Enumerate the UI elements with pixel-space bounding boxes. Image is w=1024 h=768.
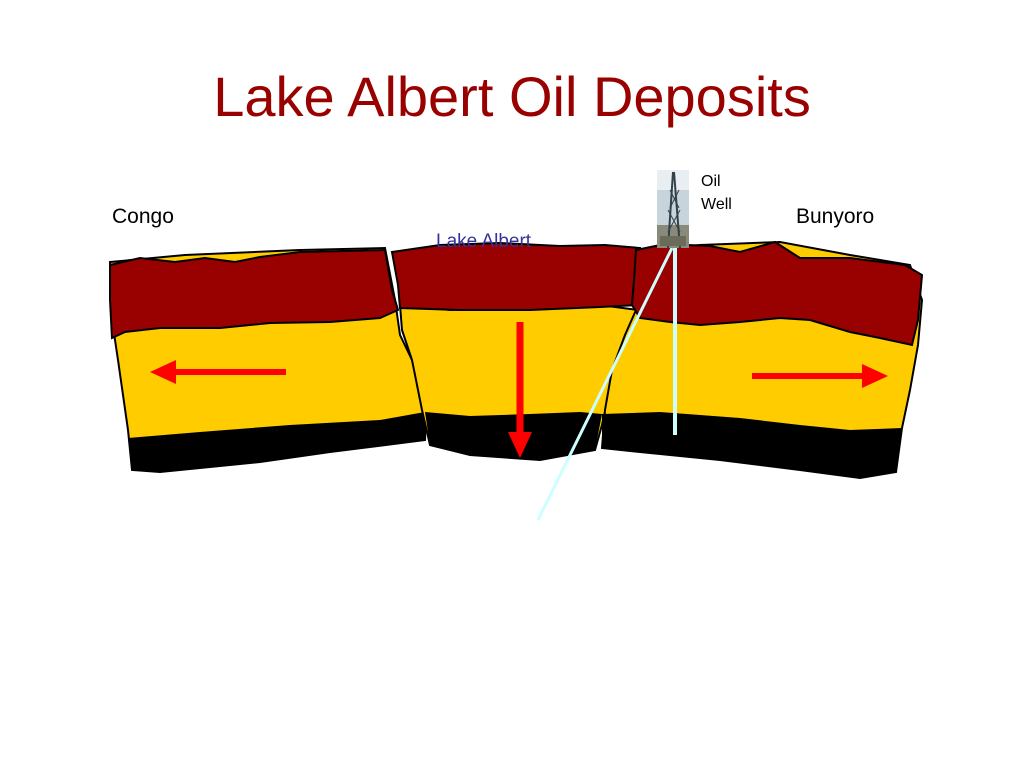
label-oil-well-line2: Well [701, 196, 732, 213]
label-lake-albert: Lake Albert [436, 231, 532, 252]
oil-derrick-icon [657, 170, 689, 249]
block-middle [390, 241, 642, 462]
block-right [600, 240, 924, 480]
block-left-red [109, 248, 400, 340]
label-oil-well-line1: Oil [701, 173, 721, 190]
arrow-right [752, 364, 888, 388]
arrow-left [150, 360, 286, 384]
arrow-down [508, 322, 532, 458]
block-middle-red [390, 241, 642, 311]
label-bunyoro: Bunyoro [796, 205, 875, 228]
block-left [108, 246, 428, 474]
fault-line-diagonal [536, 247, 674, 521]
block-left-black [128, 412, 425, 472]
page-title: Lake Albert Oil Deposits [213, 65, 811, 128]
block-right-red [630, 240, 924, 347]
label-oil-well: Oil Well [701, 170, 761, 216]
label-congo: Congo [112, 205, 174, 228]
